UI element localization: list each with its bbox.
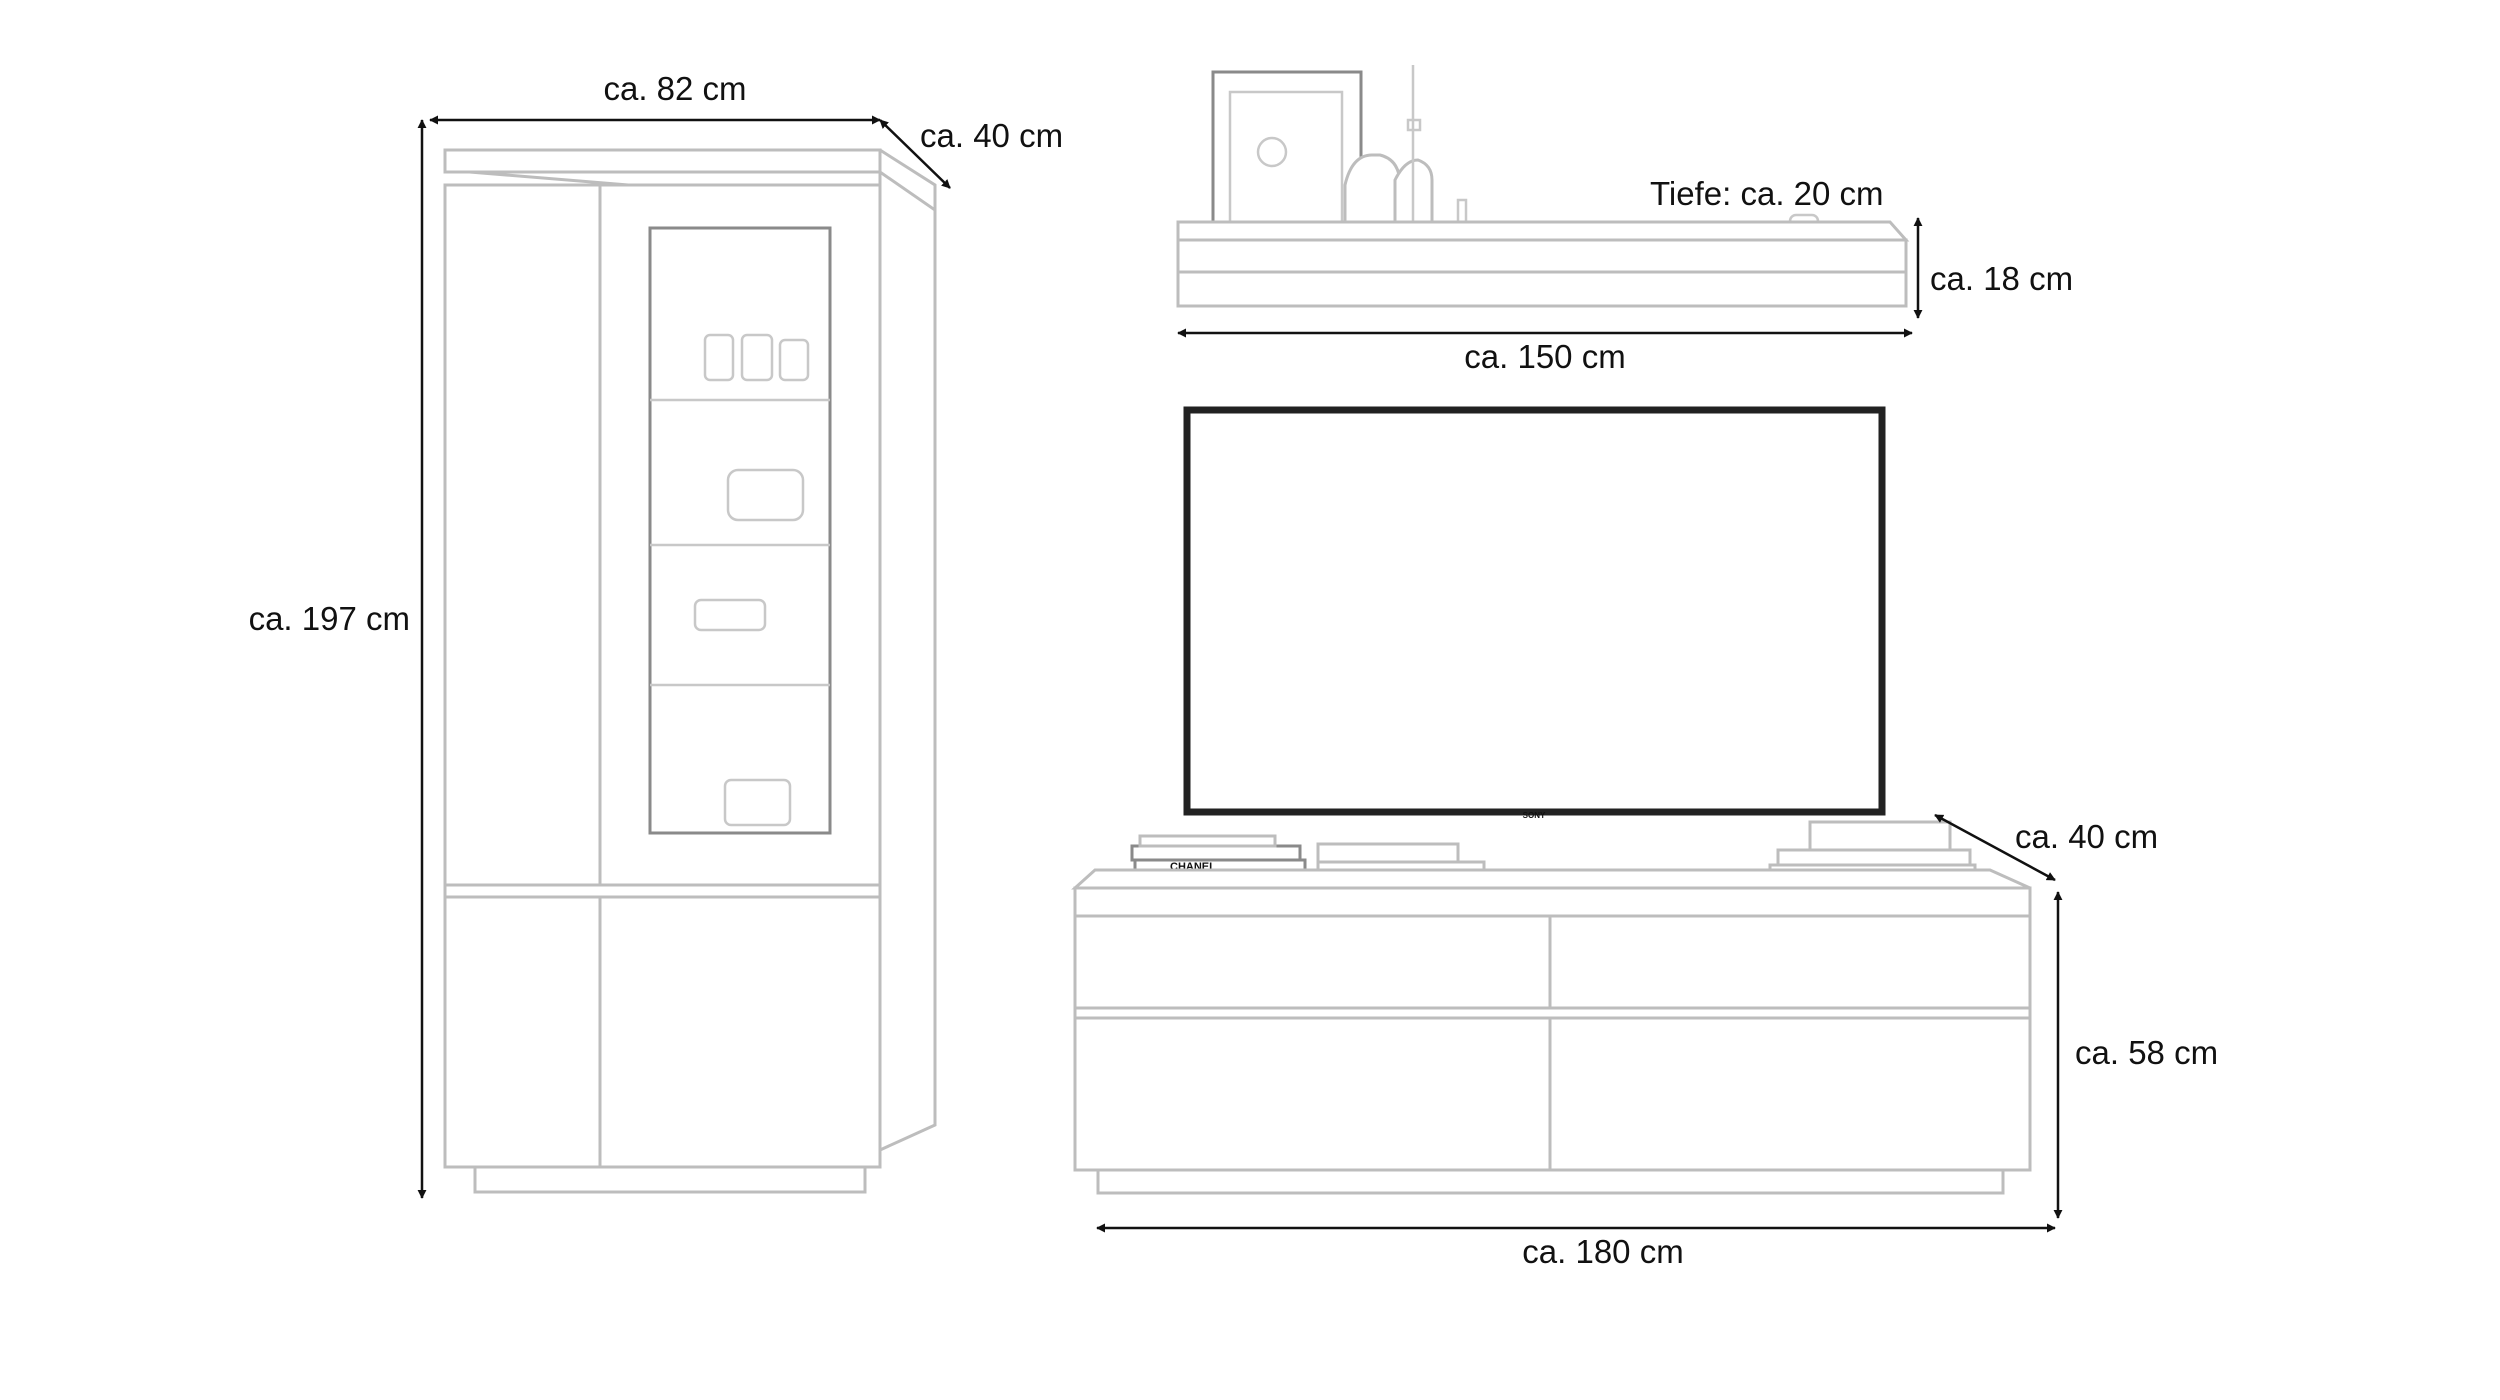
- cabinet-depth-dimension-line: [879, 119, 951, 189]
- wall-shelf: [1176, 65, 1910, 308]
- lowboard-width-label: ca. 180 cm: [1522, 1233, 1683, 1270]
- tv-brand-logo: SONY: [1523, 811, 1546, 820]
- lowboard-depth-label: ca. 40 cm: [2015, 818, 2158, 855]
- cabinet-glassware: [693, 333, 810, 827]
- tv: SONY: [1183, 406, 1886, 820]
- cabinet-width-label: ca. 82 cm: [603, 70, 746, 107]
- shelf-width-label: ca. 150 cm: [1464, 338, 1625, 375]
- tv-screen: [1183, 406, 1886, 816]
- lowboard-depth-dimension-line: [1934, 813, 2056, 882]
- cabinet-depth-label: ca. 40 cm: [920, 117, 1063, 154]
- vitrine-cabinet: [443, 148, 937, 1194]
- shelf-depth-label: Tiefe: ca. 20 cm: [1650, 175, 1884, 212]
- tv-lowboard: CHANEL: [1071, 820, 2032, 1195]
- cabinet-height-label: ca. 197 cm: [249, 600, 410, 637]
- glass-door-pane: [648, 226, 832, 835]
- shelf-height-label: ca. 18 cm: [1930, 260, 2073, 297]
- lowboard-height-label: ca. 58 cm: [2075, 1034, 2218, 1071]
